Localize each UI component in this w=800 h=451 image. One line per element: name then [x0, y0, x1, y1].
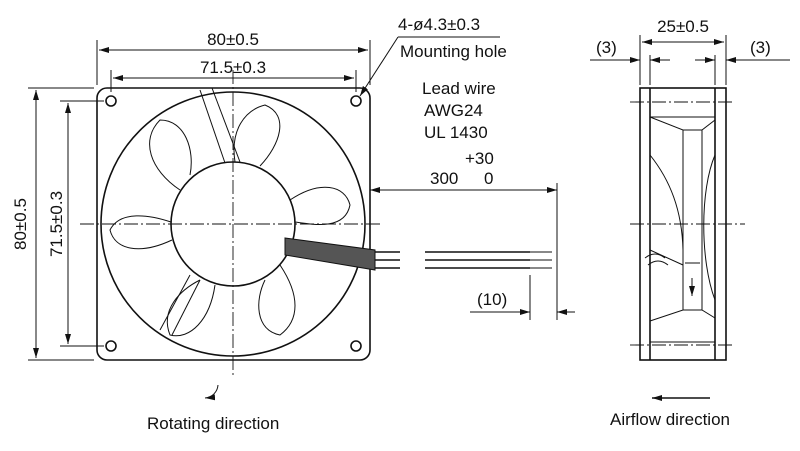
lead-wire-standard: UL 1430	[424, 123, 488, 142]
rotation-label: Rotating direction	[147, 414, 279, 433]
dim-depth: 25±0.5	[657, 17, 709, 36]
strip-length: (10)	[477, 290, 507, 309]
side-view: 25±0.5 (3) (3) Airflow direction	[590, 17, 790, 429]
dim-hole-pitch-height: 71.5±0.3	[47, 191, 66, 257]
lead-wire-gauge: AWG24	[424, 101, 483, 120]
dim-outer-height: 80±0.5	[11, 198, 30, 250]
flange-left-dim: (3)	[596, 38, 617, 57]
lead-length: 300	[430, 169, 458, 188]
mounting-holes	[105, 95, 362, 352]
lead-length-tolerance-upper: +30	[465, 149, 494, 168]
lead-length-tolerance-lower: 0	[484, 169, 493, 188]
rotation-arrow-icon	[204, 384, 219, 401]
frame-spokes	[159, 87, 241, 336]
mounting-hole-label: Mounting hole	[400, 42, 507, 61]
dim-hole-pitch-width: 71.5±0.3	[200, 58, 266, 77]
airflow-label: Airflow direction	[610, 410, 730, 429]
fan-blades	[109, 104, 351, 337]
dim-outer-width: 80±0.5	[207, 30, 259, 49]
lead-wire-label: Lead wire	[422, 79, 496, 98]
front-view: 80±0.5 71.5±0.3 80±0.5 71.5±0.3 4-ø4.3±0…	[11, 15, 575, 433]
flange-right-dim: (3)	[750, 38, 771, 57]
lead-wire-bundle	[284, 237, 552, 271]
mounting-hole-spec: 4-ø4.3±0.3	[398, 15, 480, 34]
